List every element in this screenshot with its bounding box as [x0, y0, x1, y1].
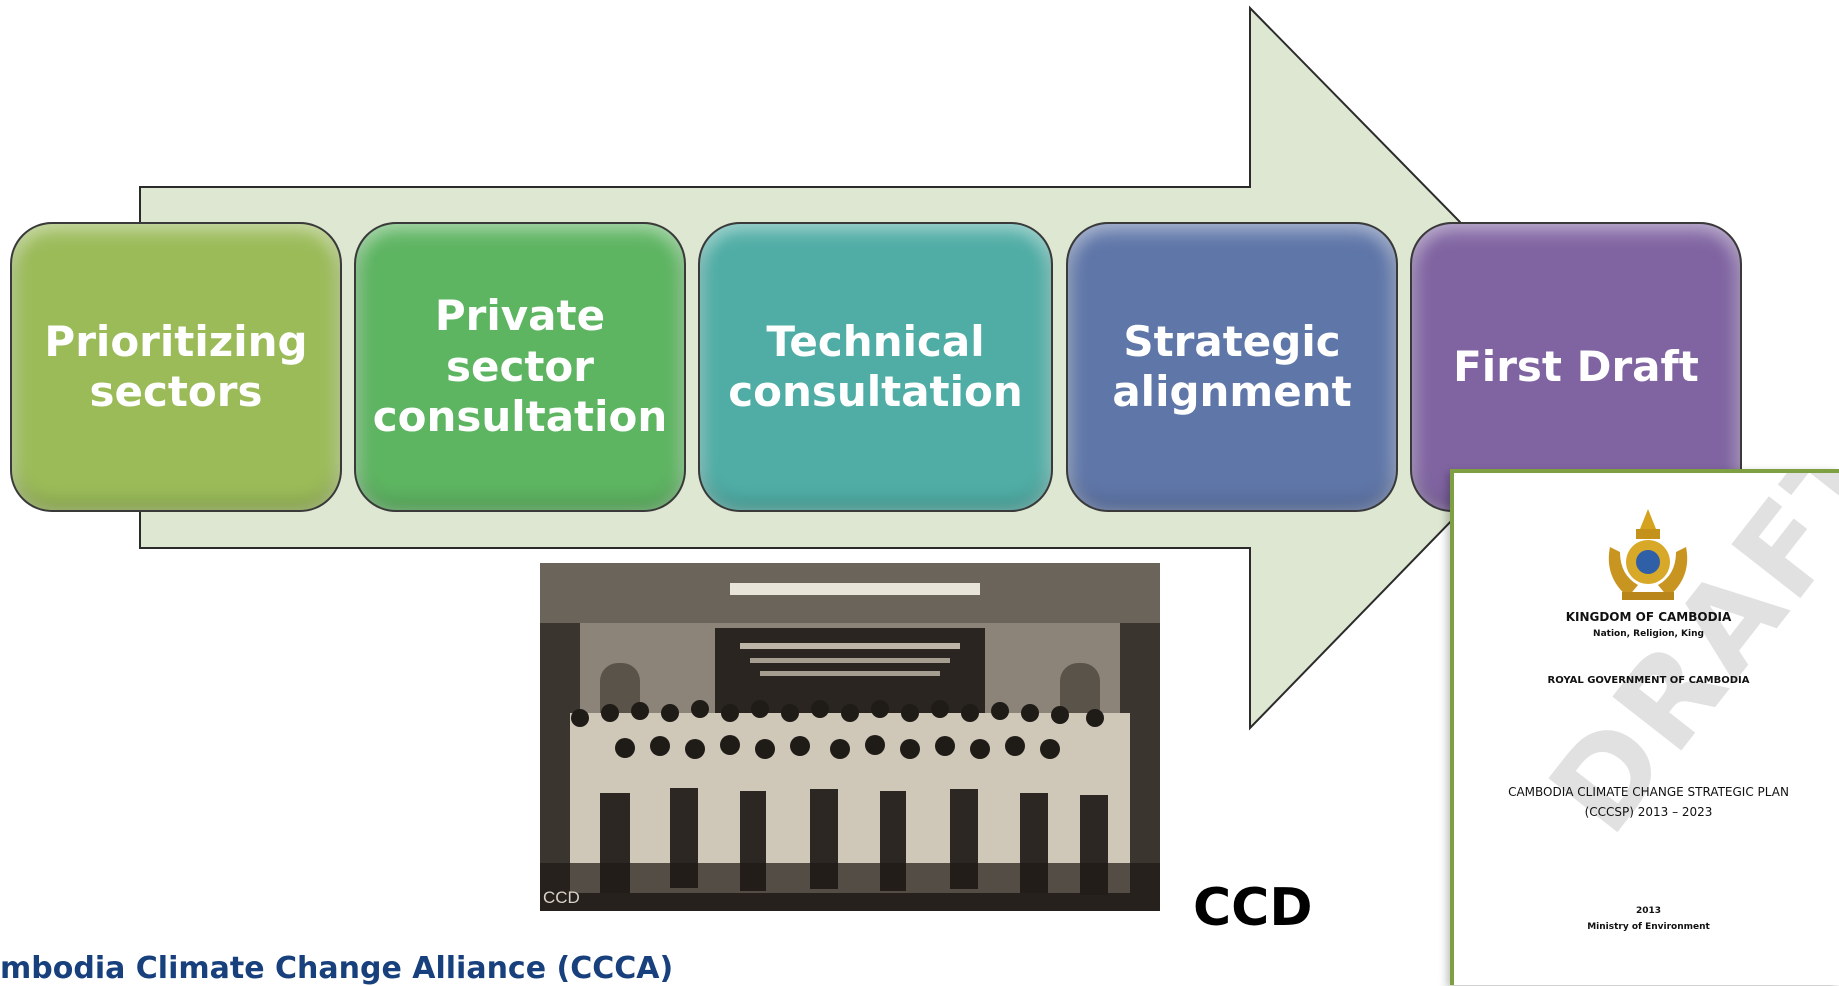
doc-year: 2013	[1635, 906, 1662, 916]
group-photo-image	[540, 563, 1160, 911]
doc-country: KINGDOM OF CAMBODIA	[1565, 610, 1732, 624]
group-photo: CCD	[540, 563, 1160, 911]
photo-caption: CCD	[543, 888, 580, 907]
step-first-draft: First Draft	[1410, 222, 1742, 512]
alliance-footer: mbodia Climate Change Alliance (CCCA)	[0, 951, 674, 986]
doc-title-line2: (CCCSP) 2013 – 2023	[1584, 805, 1713, 819]
doc-motto: Nation, Religion, King	[1593, 629, 1704, 639]
doc-title-line1: CAMBODIA CLIMATE CHANGE STRATEGIC PLAN	[1508, 785, 1789, 799]
doc-ministry: Ministry of Environment	[1587, 922, 1710, 932]
ccd-label: CCD	[1193, 878, 1313, 938]
doc-government: ROYAL GOVERNMENT OF CAMBODIA	[1547, 675, 1750, 686]
royal-crest-icon	[1608, 509, 1688, 600]
draft-document-cover: DRAFT KINGDOM OF CAMBODIA Nation, Religi…	[1450, 469, 1839, 985]
